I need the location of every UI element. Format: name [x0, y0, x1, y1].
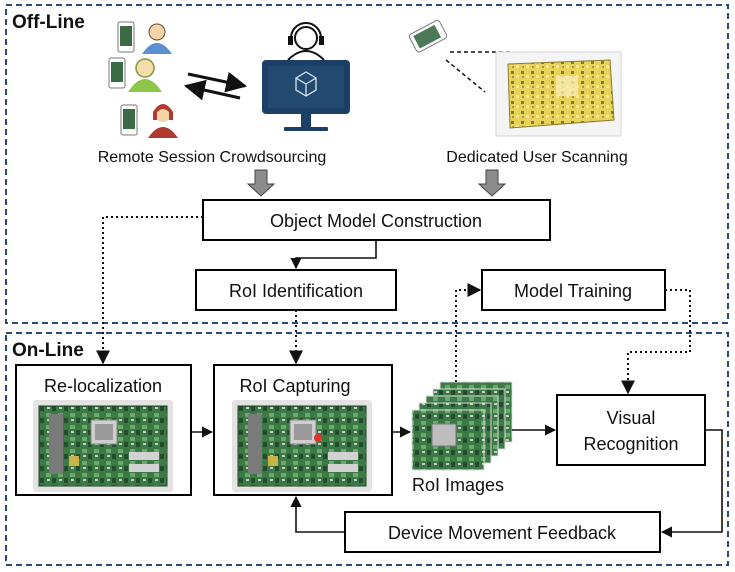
relocalization-box: Re-localization [15, 364, 192, 496]
visual-recognition-label-line2: Recognition [583, 434, 678, 454]
visual-recognition-box: Visual Recognition [556, 394, 706, 466]
headset-operator-icon [287, 22, 325, 61]
roi-images-label: RoI Images [412, 475, 504, 495]
scanning-caption: Dedicated User Scanning [446, 149, 627, 166]
device-movement-feedback-box: Device Movement Feedback [344, 511, 661, 553]
scanned-board-photo [495, 51, 622, 137]
arrow-recognition-to-feedback [660, 429, 723, 538]
roi-marker [314, 434, 322, 442]
relocalization-label: Re-localization [44, 376, 162, 396]
phone-scanner-icon [408, 19, 448, 53]
down-block-arrow [246, 169, 276, 197]
object-model-construction-box: Object Model Construction [202, 199, 551, 241]
object-model-construction-label: Object Model Construction [270, 211, 482, 231]
user-avatar-icon [148, 104, 178, 138]
crowd-phones [108, 21, 138, 136]
roi-identification-label: RoI Identification [229, 281, 363, 301]
arrow-construction-to-relocalization [96, 216, 203, 365]
phone-icon [117, 21, 135, 53]
model-training-label: Model Training [514, 281, 632, 301]
arrow-construction-to-identification [290, 240, 377, 270]
monitor-cube-icon [262, 60, 350, 131]
visual-recognition-label-line1: Visual [607, 408, 656, 428]
arrow-training-to-recognition [621, 289, 691, 395]
crowdsourcing-caption: Remote Session Crowdsourcing [98, 149, 327, 166]
model-training-box: Model Training [481, 269, 666, 311]
motherboard-photo [231, 399, 373, 493]
down-block-arrow [477, 169, 507, 197]
arrow-feedback-to-capturing [290, 495, 345, 533]
user-avatar-icon [128, 58, 162, 92]
offline-section-label: Off-Line [12, 12, 85, 33]
device-movement-feedback-label: Device Movement Feedback [388, 523, 617, 543]
phone-icon [120, 104, 138, 136]
arrow-images-to-training [455, 283, 482, 382]
offline-section-frame [5, 4, 729, 324]
roi-capturing-label: RoI Capturing [239, 376, 350, 396]
roi-images-stack [411, 381, 513, 471]
scan-ray [445, 59, 486, 93]
motherboard-photo [32, 399, 174, 493]
exchange-arrows-icon [183, 71, 248, 101]
phone-icon [108, 57, 126, 89]
online-section-frame [5, 332, 729, 566]
roi-capturing-box: RoI Capturing [213, 364, 393, 496]
roi-identification-box: RoI Identification [195, 269, 397, 311]
user-avatar-icon [142, 23, 172, 54]
online-section-label: On-Line [12, 340, 84, 361]
